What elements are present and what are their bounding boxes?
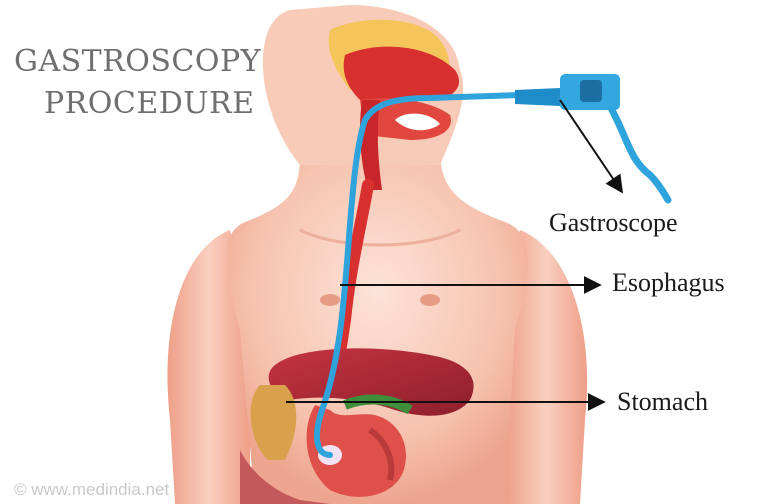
right-nipple bbox=[420, 294, 440, 306]
watermark-text: © www.medindia.net bbox=[14, 480, 169, 500]
stomach-label: Stomach bbox=[617, 387, 708, 417]
left-nipple bbox=[320, 294, 340, 306]
gastroscope-label: Gastroscope bbox=[549, 208, 678, 238]
scope-connector bbox=[515, 88, 560, 106]
scope-cable bbox=[612, 110, 668, 200]
title-line-2: PROCEDURE bbox=[44, 86, 255, 121]
esophagus-label: Esophagus bbox=[612, 268, 725, 298]
scope-button bbox=[580, 80, 602, 102]
title-line-1: GASTROSCOPY bbox=[14, 44, 261, 79]
